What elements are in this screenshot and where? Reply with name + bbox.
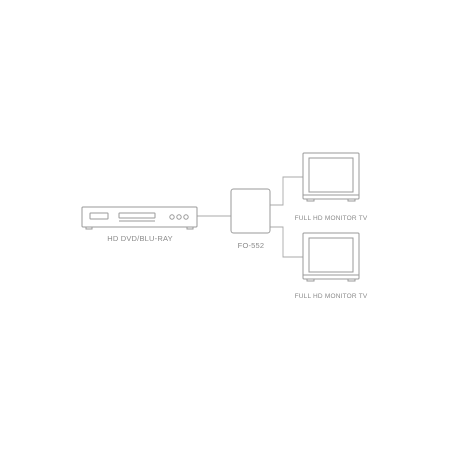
monitor-top-foot-left <box>306 198 315 202</box>
dvd-button-2 <box>176 214 182 220</box>
monitor-top-label: FULL HD MONITOR TV <box>295 215 368 222</box>
monitor-top-screen <box>308 157 354 193</box>
splitter-body <box>230 188 271 234</box>
dvd-player <box>81 206 198 230</box>
dvd-display-slot <box>89 212 109 220</box>
dvd-button-1 <box>169 214 175 220</box>
monitor-bottom-screen <box>308 237 354 273</box>
monitor-top-frame <box>302 152 360 200</box>
dvd-disc-tray <box>118 212 156 219</box>
monitor-bottom-foot-right <box>347 278 356 282</box>
dvd-foot-right <box>186 226 194 230</box>
monitor-bottom-label: FULL HD MONITOR TV <box>295 293 368 300</box>
monitor-bottom <box>302 232 360 282</box>
splitter-box <box>230 188 271 234</box>
splitter-label: FO-552 <box>238 241 265 250</box>
monitor-bottom-frame <box>302 232 360 280</box>
dvd-button-3 <box>183 214 189 220</box>
wire-splitter-to-monitor-top <box>270 176 303 206</box>
connection-wires <box>197 176 303 258</box>
monitor-top-foot-right <box>347 198 356 202</box>
monitor-top <box>302 152 360 202</box>
monitor-bottom-foot-left <box>306 278 315 282</box>
wire-splitter-to-monitor-bottom <box>270 226 303 258</box>
dvd-foot-left <box>85 226 93 230</box>
dvd-player-body <box>81 206 198 228</box>
dvd-player-label: HD DVD/BLU-RAY <box>107 234 173 243</box>
